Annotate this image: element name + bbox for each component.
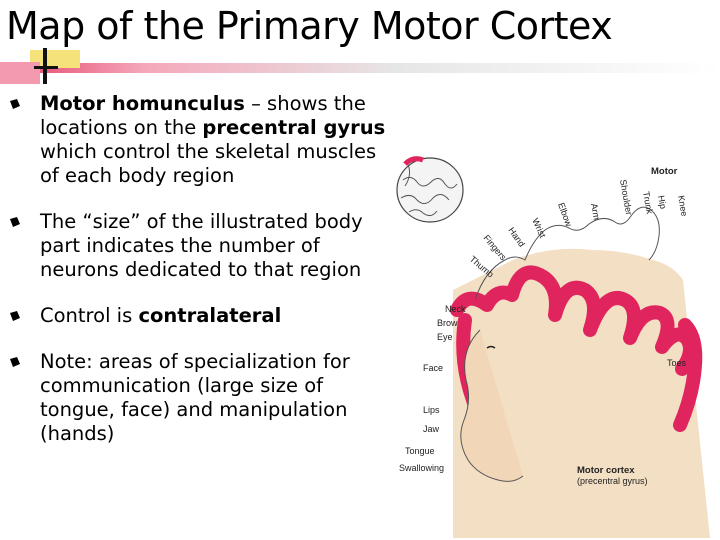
slide-title: Map of the Primary Motor Cortex — [6, 4, 613, 48]
bullet-plain-text: which control the skeletal muscles of ea… — [40, 140, 377, 187]
bullet-marker-icon — [10, 357, 20, 367]
label-arm: Arm — [589, 203, 602, 221]
figure-caption-title: Motor cortex — [577, 465, 635, 476]
bullet-list: Motor homunculus – shows the locations o… — [10, 92, 390, 468]
bullet-text: Note: areas of specialization for commun… — [40, 350, 390, 446]
label-face: Face — [423, 363, 443, 373]
bullet-plain-text: Control is — [40, 304, 139, 327]
homunculus-diagram: Motor Toes Knee Hip Trunk Shoulder Arm E… — [396, 156, 710, 538]
figure-heading: Motor — [651, 166, 678, 177]
label-fingers: Fingers — [481, 233, 508, 263]
title-accent-yellow — [30, 50, 80, 68]
bullet-plain-text: The “size” of the illustrated body part … — [40, 210, 363, 281]
bullet-bold-text: contralateral — [138, 304, 282, 327]
label-wrist: Wrist — [530, 217, 548, 240]
label-shoulder: Shoulder — [618, 179, 634, 216]
bullet-item: Motor homunculus – shows the locations o… — [10, 92, 390, 188]
bullet-plain-text: Note: areas of specialization for commun… — [40, 350, 350, 445]
eye-icon — [486, 345, 496, 349]
label-knee: Knee — [676, 195, 690, 217]
brain-inset-icon — [396, 156, 464, 223]
bullet-item: The “size” of the illustrated body part … — [10, 210, 390, 282]
precentral-gyrus-band — [450, 265, 703, 432]
homunculus-body-outline — [474, 206, 660, 301]
bullet-plain-text: – shows the locations on the — [40, 92, 366, 139]
bullet-marker-icon — [10, 99, 20, 109]
label-eye: Eye — [437, 332, 453, 342]
label-tongue: Tongue — [405, 446, 435, 456]
figure-caption-subtitle: (precentral gyrus) — [577, 476, 648, 486]
label-hip: Hip — [656, 195, 668, 210]
bullet-bold-text: precentral gyrus — [202, 116, 386, 139]
title-underline-bar — [0, 63, 720, 73]
bullet-marker-icon — [10, 311, 20, 321]
bullet-bold-text: Motor homunculus — [40, 92, 245, 115]
bullet-text: Control is contralateral — [40, 304, 281, 328]
label-jaw: Jaw — [423, 424, 440, 434]
homunculus-face-outline — [460, 329, 524, 482]
bullet-item: Note: areas of specialization for commun… — [10, 350, 390, 446]
label-lips: Lips — [423, 405, 440, 415]
label-brow: Brow — [437, 318, 458, 328]
bullet-text: The “size” of the illustrated body part … — [40, 210, 390, 282]
label-elbow: Elbow — [556, 201, 574, 228]
bullet-text: Motor homunculus – shows the locations o… — [40, 92, 390, 188]
label-toes: Toes — [667, 358, 687, 368]
title-cross-horizontal — [34, 66, 58, 69]
label-trunk: Trunk — [641, 191, 655, 216]
title-accent-pink — [0, 62, 40, 84]
motor-homunculus-figure: Motor Toes Knee Hip Trunk Shoulder Arm E… — [395, 140, 715, 538]
bullet-marker-icon — [10, 217, 20, 227]
label-neck: Neck — [445, 304, 466, 314]
label-hand: Hand — [506, 225, 527, 248]
bullet-item: Control is contralateral — [10, 304, 390, 328]
label-swallowing: Swallowing — [399, 463, 444, 473]
